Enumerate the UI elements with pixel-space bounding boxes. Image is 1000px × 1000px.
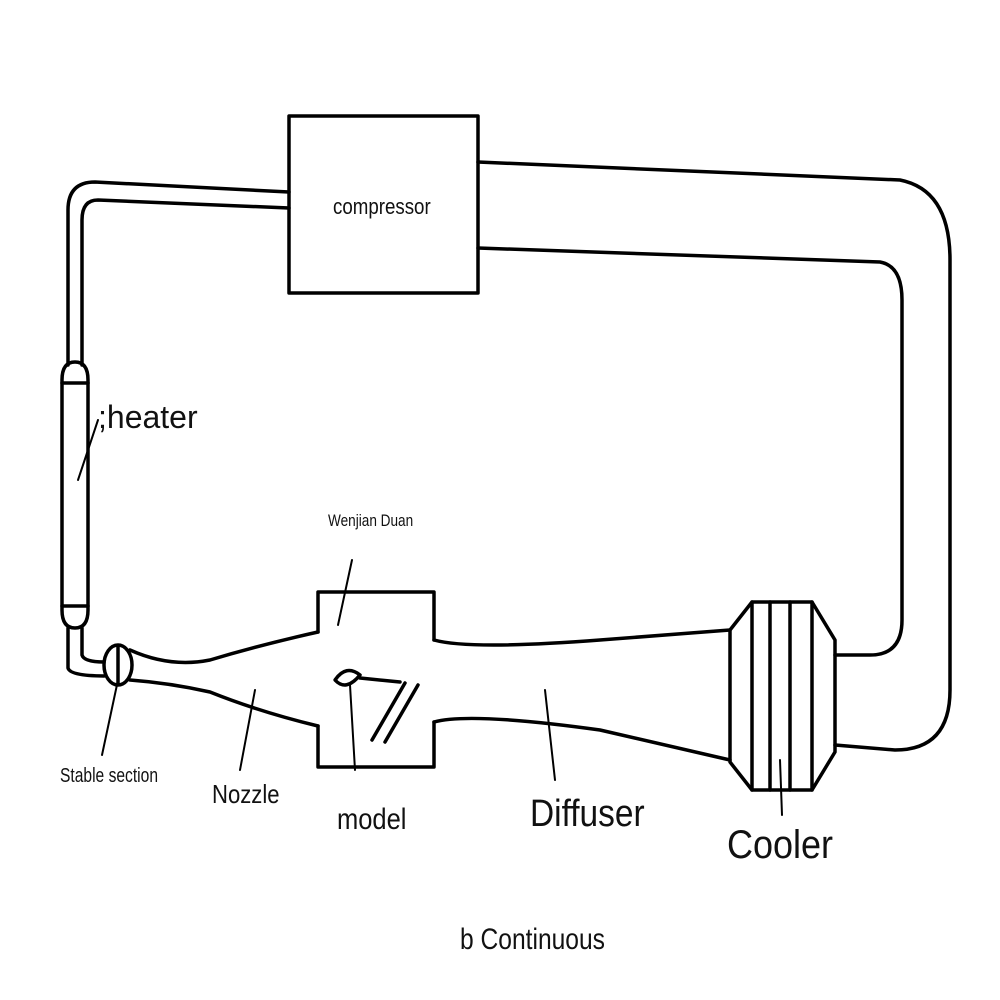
- return-duct-inner: [476, 246, 904, 657]
- diffuser-upper-wall: [432, 628, 732, 647]
- diffuser-leader: [544, 689, 556, 781]
- heater-outlet-pipe-inner: [80, 626, 106, 664]
- model-leader: [349, 684, 356, 771]
- model-support-b: [383, 683, 420, 744]
- cooler-leader: [779, 759, 783, 816]
- heater-body: [60, 360, 90, 630]
- cooler-body: [728, 600, 837, 792]
- nozzle-leader: [239, 689, 256, 771]
- compressor-box: [287, 114, 480, 295]
- stable-leader: [101, 679, 119, 756]
- heater-label: ;heater: [98, 399, 198, 435]
- test-section-upper: [316, 590, 436, 642]
- heater-outlet-pipe: [66, 626, 106, 678]
- model-sting: [358, 676, 402, 684]
- return-duct-outer: [476, 160, 952, 752]
- diffuser-lower-wall: [432, 716, 732, 762]
- nozzle-upper-wall: [128, 630, 320, 665]
- nozzle-label: Nozzle: [212, 779, 280, 809]
- model-label: model: [337, 803, 407, 836]
- wenjian-leader: [337, 559, 353, 626]
- diffuser-label: Diffuser: [530, 793, 645, 835]
- model-support-a: [370, 681, 407, 742]
- nozzle-lower-wall: [128, 678, 320, 728]
- stable-section-label: Stable section: [60, 765, 158, 787]
- heater-leader: [77, 419, 99, 481]
- model-shape: [333, 668, 362, 687]
- figure-caption: b Continuous: [460, 923, 605, 956]
- wenjian-duan-label: Wenjian Duan: [328, 511, 414, 530]
- compressor-label: compressor: [333, 194, 431, 219]
- supply-pipe-outer: [66, 180, 291, 367]
- test-section-lower: [316, 720, 436, 769]
- cooler-label: Cooler: [727, 823, 834, 867]
- supply-pipe-inner: [80, 198, 291, 367]
